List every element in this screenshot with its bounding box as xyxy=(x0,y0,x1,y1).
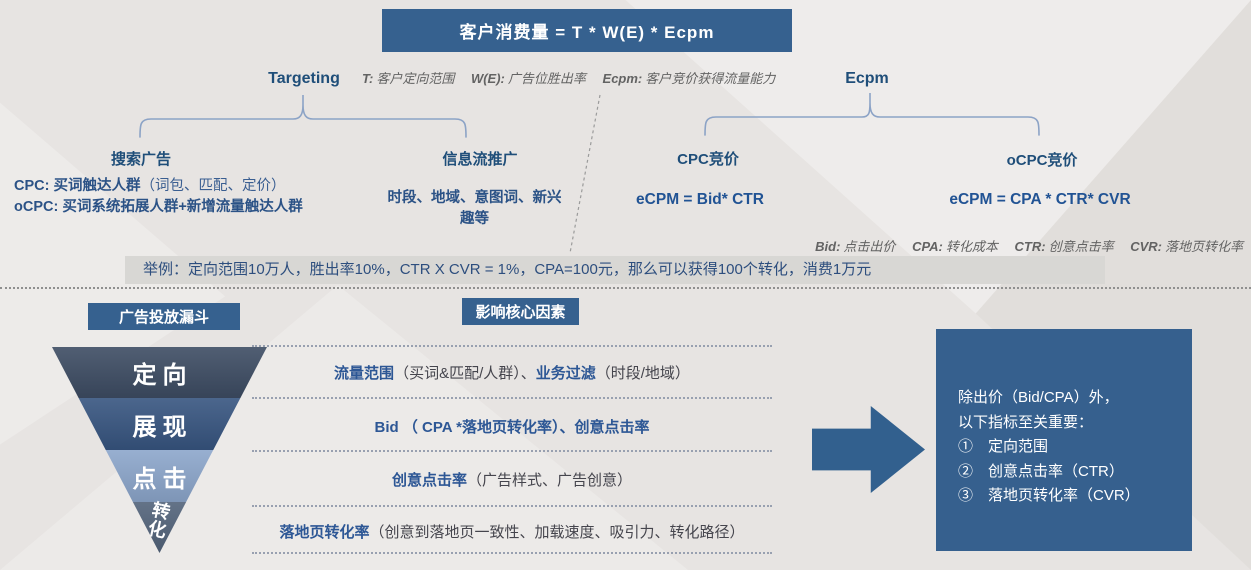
factor-note: （买词&匹配/人群）、 xyxy=(394,365,536,382)
factor-term: 创意点击率 xyxy=(391,472,467,489)
legend-label: CTR: xyxy=(1014,239,1046,254)
diagonal-divider xyxy=(569,94,601,254)
factor-row-bid: Bid （ CPA *落地页转化率）、创意点击率 xyxy=(252,416,772,437)
funnel-level-click: 点击 xyxy=(52,450,267,502)
legend-desc: 客户竞价获得流量能力 xyxy=(645,71,776,86)
formula-legend: T:客户定向范围 W(E):广告位胜出率 Ecpm:客户竞价获得流量能力 xyxy=(362,68,775,87)
funnel-level-impression: 展现 xyxy=(52,398,267,450)
conclusion-line: 以下指标至关重要： xyxy=(958,413,1094,431)
conclusion-line: ① 定向范围 xyxy=(958,438,1049,455)
legend-desc: 落地页转化率 xyxy=(1164,239,1243,254)
dotted-line xyxy=(252,397,772,399)
funnel-badge: 广告投放漏斗 xyxy=(88,303,240,330)
factor-term: 流量范围 xyxy=(334,365,395,382)
legend-desc: 转化成本 xyxy=(945,239,998,254)
cpc-bid-title: CPC竞价 xyxy=(677,151,739,168)
factor-term: 落地页转化率 xyxy=(279,524,370,541)
dotted-line xyxy=(252,552,772,554)
legend-item: CVR:落地页转化率 xyxy=(1130,239,1243,254)
targeting-title: Targeting xyxy=(268,70,340,87)
legend-desc: 创意点击率 xyxy=(1048,239,1114,254)
legend-label: Ecpm: xyxy=(602,71,643,86)
cpc-formula: eCPM = Bid* CTR xyxy=(636,191,764,208)
factor-row-cvr: 落地页转化率（创意到落地页一致性、加载速度、吸引力、转化路径） xyxy=(252,521,772,542)
formula-banner-text: 客户消费量 = T * W(E) * Ecpm xyxy=(459,23,715,42)
dotted-line xyxy=(252,450,772,452)
feed-ads-title: 信息流推广 xyxy=(442,151,518,168)
conclusion-line: 除出价（Bid/CPA）外， xyxy=(958,389,1119,406)
legend-item: T:客户定向范围 xyxy=(362,71,454,86)
conclusion-line: ② 创意点击率（CTR） xyxy=(958,462,1124,480)
dotted-line xyxy=(252,345,772,347)
search-ads-title: 搜索广告 xyxy=(110,151,171,168)
legend-label: CPA: xyxy=(912,239,943,254)
factor-row-ctr: 创意点击率（广告样式、广告创意） xyxy=(252,469,772,490)
legend-desc: 点击出价 xyxy=(843,239,896,254)
factor-term: 业务过滤 xyxy=(535,365,596,382)
legend-label: Bid: xyxy=(815,239,841,254)
legend-label: W(E): xyxy=(470,71,505,86)
example-highlight: 举例：定向范围10万人，胜出率10%，CTR X CVR = 1%，CPA=10… xyxy=(125,256,1105,284)
funnel-level-targeting: 定向 xyxy=(52,347,267,398)
dotted-line xyxy=(252,505,772,507)
section-divider xyxy=(0,287,1251,289)
legend-item: Ecpm:客户竞价获得流量能力 xyxy=(603,71,776,86)
feed-ads-body: 时段、地域、意图词、新兴趣等 xyxy=(387,190,562,227)
legend-item: W(E):广告位胜出率 xyxy=(471,71,586,86)
ecpm-title: Ecpm xyxy=(845,70,889,87)
conclusion-line: ③ 落地页转化率（CVR） xyxy=(958,487,1140,504)
right-arrow-icon xyxy=(812,406,925,493)
legend-desc: 客户定向范围 xyxy=(376,71,455,86)
ocpc-bid-title: oCPC竞价 xyxy=(1006,152,1078,169)
targeting-brace xyxy=(139,95,467,138)
funnel-badge-text: 广告投放漏斗 xyxy=(118,309,209,326)
factor-note: （广告样式、广告创意） xyxy=(467,472,633,489)
legend-label: T: xyxy=(362,71,374,86)
legend-item: CTR:创意点击率 xyxy=(1015,239,1114,254)
ocpc-text: oCPC: 买词系统拓展人群+新增流量触达人群 xyxy=(14,199,303,215)
factors-badge: 影响核心因素 xyxy=(462,298,579,325)
legend-item: CPA:转化成本 xyxy=(912,239,998,254)
ocpc-formula: eCPM = CPA * CTR* CVR xyxy=(949,191,1131,208)
bid-legend: Bid:点击出价 CPA:转化成本 CTR:创意点击率 CVR:落地页转化率 xyxy=(815,236,1243,255)
legend-desc: 广告位胜出率 xyxy=(507,71,586,86)
conclusion-box: 除出价（Bid/CPA）外， 以下指标至关重要： ① 定向范围 ② 创意点击率（… xyxy=(936,329,1192,551)
legend-item: Bid:点击出价 xyxy=(815,239,895,254)
factor-row-traffic: 流量范围（买词&匹配/人群）、业务过滤（时段/地域） xyxy=(252,362,772,383)
cpc-text: CPC: 买词触达人群 xyxy=(14,178,141,194)
factor-note: （创意到落地页一致性、加载速度、吸引力、转化路径） xyxy=(369,524,745,541)
ecpm-brace xyxy=(704,93,1040,136)
search-ads-body: CPC: 买词触达人群（词包、匹配、定价） oCPC: 买词系统拓展人群+新增流… xyxy=(14,176,314,218)
factor-note: （时段/地域） xyxy=(595,365,690,382)
factors-badge-text: 影响核心因素 xyxy=(475,304,566,321)
cpc-paren-text: （词包、匹配、定价） xyxy=(140,178,286,194)
formula-banner: 客户消费量 = T * W(E) * Ecpm xyxy=(382,9,792,52)
legend-label: CVR: xyxy=(1130,239,1162,254)
factor-term: Bid （ CPA *落地页转化率）、创意点击率 xyxy=(374,419,650,436)
